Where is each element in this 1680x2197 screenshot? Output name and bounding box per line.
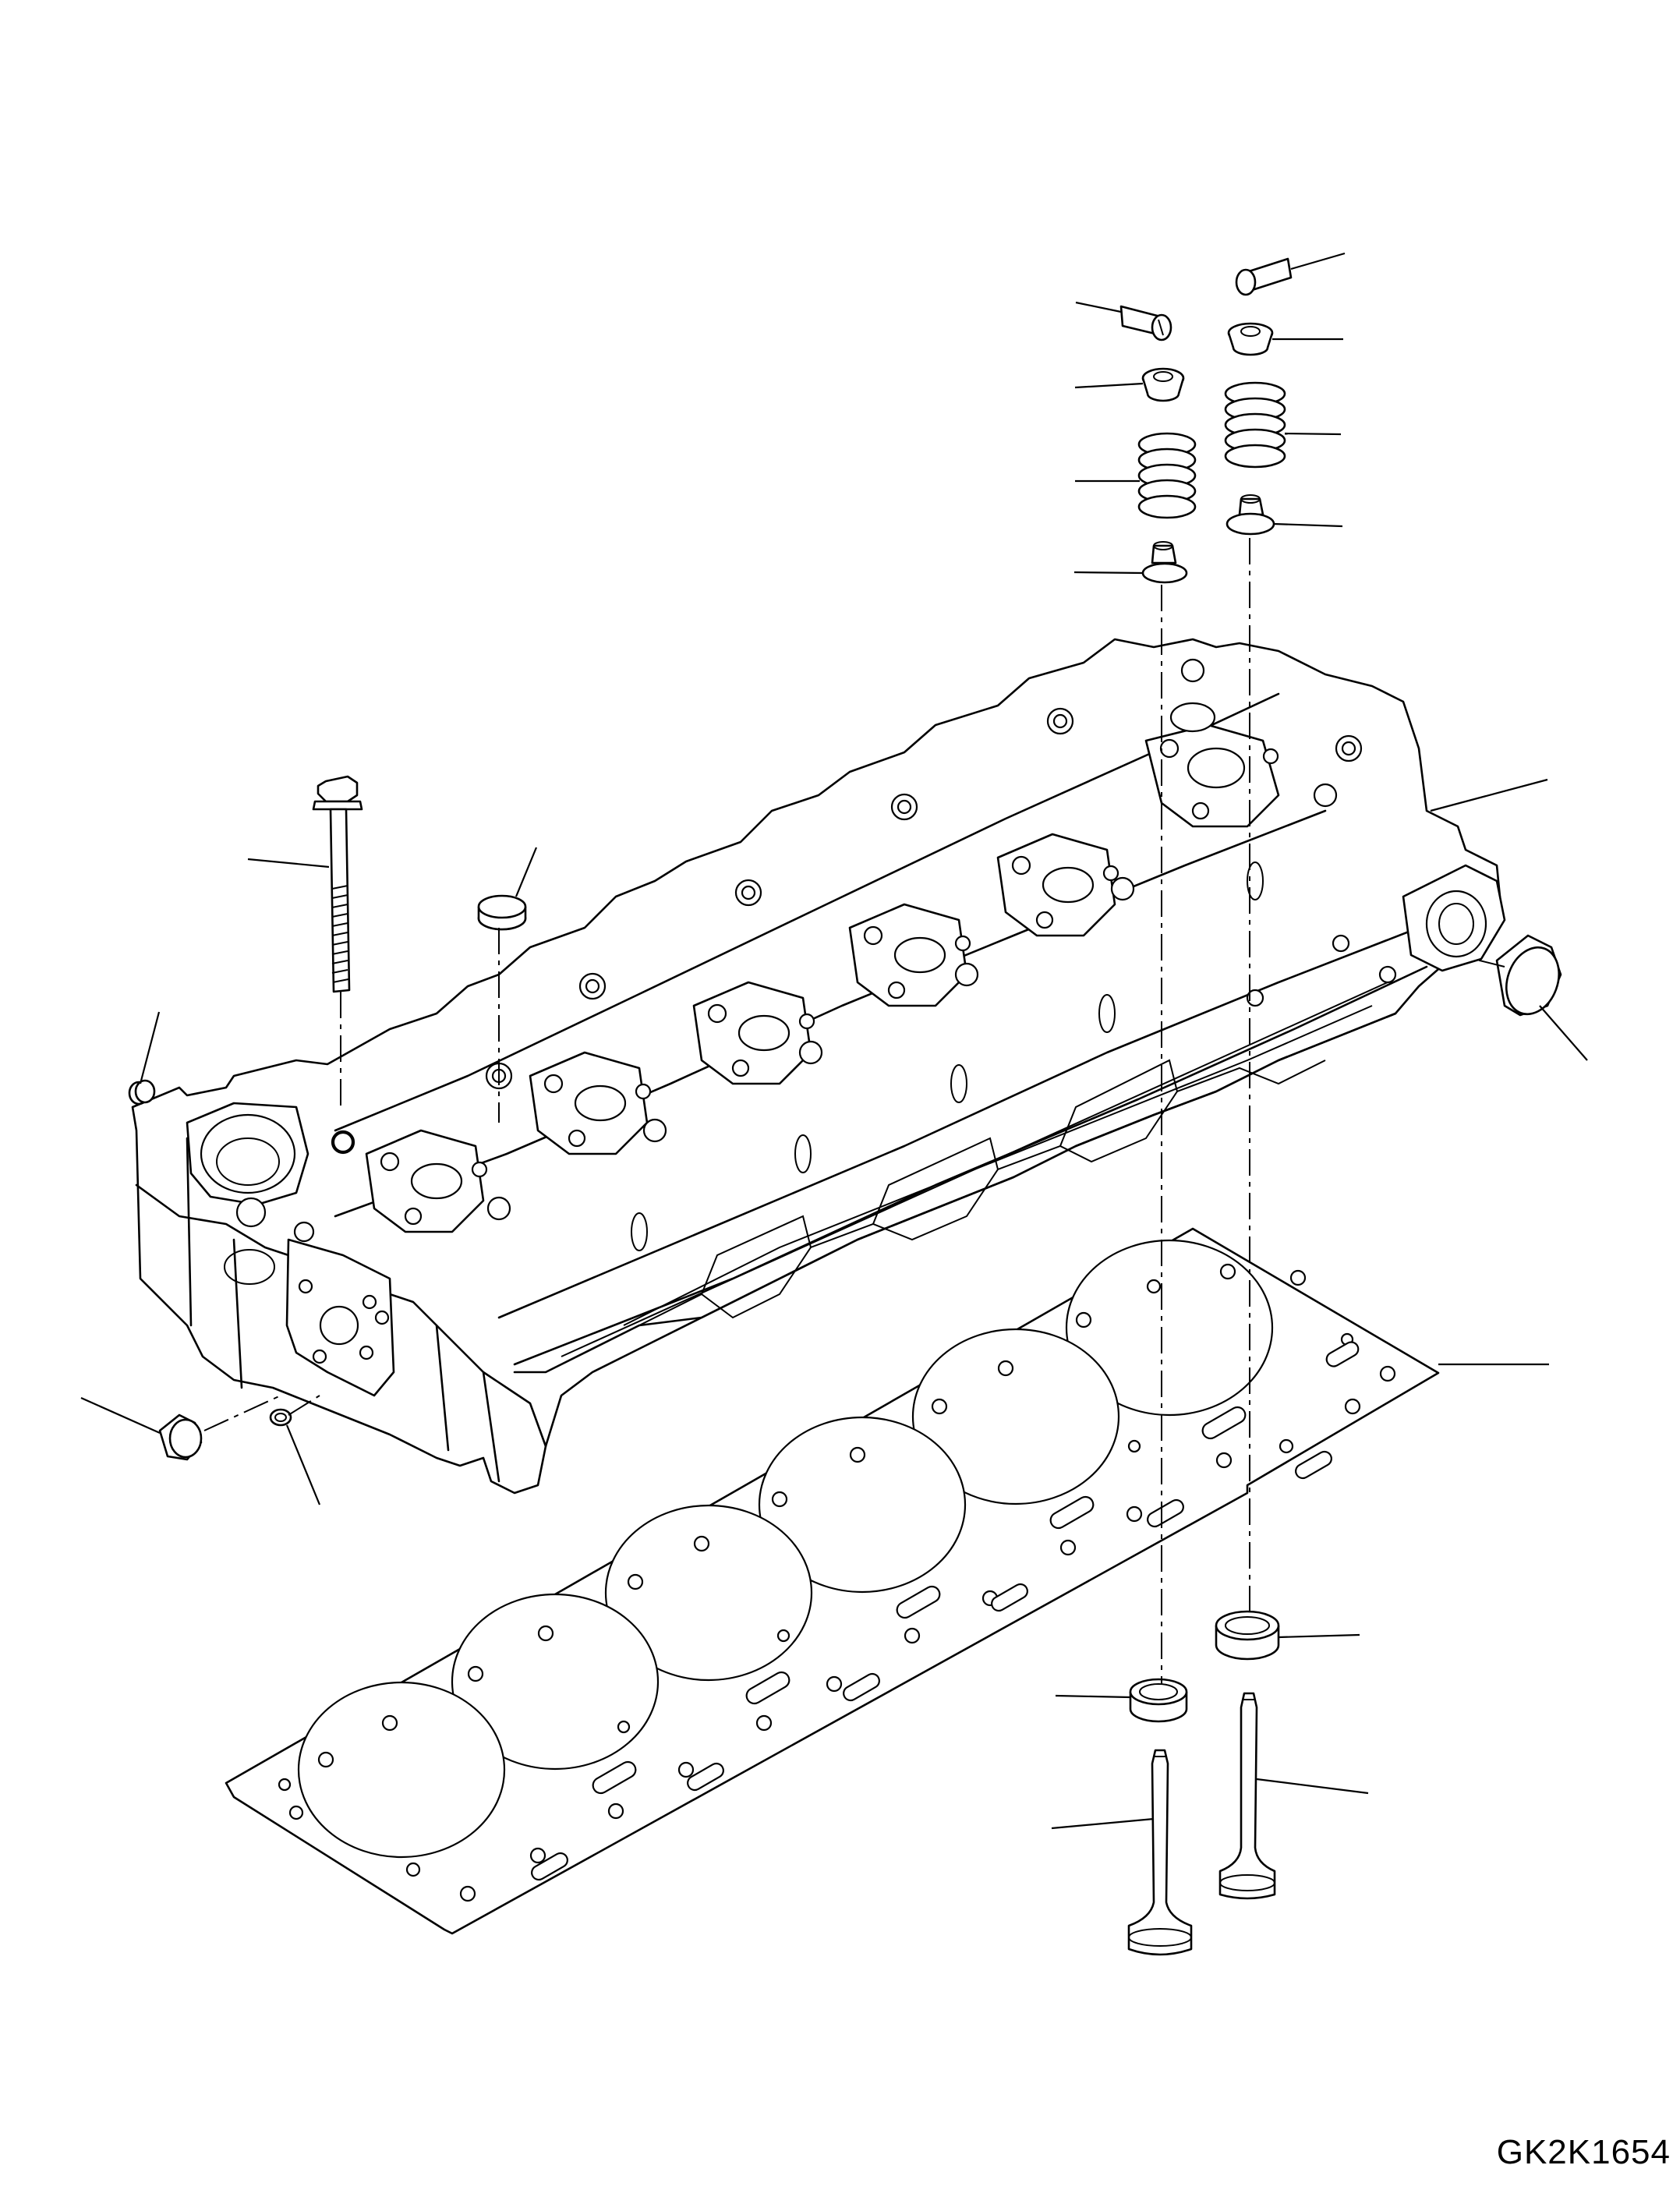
gasket-bore-1 [297, 1681, 506, 1859]
cylinder-head [131, 638, 1506, 1495]
valve-spring-exhaust [1224, 381, 1286, 469]
valve-cotter-intake [1119, 305, 1172, 341]
valve-pocket-1 [365, 1129, 488, 1233]
valve-pocket-2 [529, 1051, 652, 1155]
gasket-bore-3 [604, 1504, 813, 1682]
head-bolt-bosses [332, 658, 1363, 1221]
valve-pocket-3 [692, 981, 815, 1085]
valve-cotter-exhaust [1235, 257, 1293, 296]
valve-pocket-6 [1144, 702, 1280, 828]
valve-pocket-5 [996, 833, 1119, 937]
spring-retainer-exhaust [1227, 322, 1274, 356]
drawing-code: GK2K1654 [1496, 2133, 1671, 2171]
plug-top [477, 894, 527, 931]
gasket-bore-4 [758, 1416, 967, 1594]
intake-valve [1127, 1749, 1193, 1956]
gasket-slots [531, 1341, 1360, 1881]
valve-pocket-4 [848, 903, 971, 1007]
gasket-bore-2 [451, 1593, 660, 1771]
o-ring [269, 1408, 292, 1427]
gasket-bore-6 [1065, 1239, 1274, 1417]
gasket-bore-5 [911, 1328, 1120, 1505]
bolt [312, 775, 363, 993]
assembly-centerlines [203, 538, 1505, 1684]
plug-left-small [128, 1079, 156, 1106]
valve-spring-intake [1137, 432, 1197, 519]
leader-lines [80, 252, 1588, 1830]
exhaust-valve [1218, 1692, 1276, 1900]
valve-seat-intake [1129, 1678, 1188, 1723]
valve-stem-seal-exhaust [1226, 494, 1275, 536]
valve-seat-exhaust [1215, 1610, 1280, 1661]
valve-stem-seal-intake [1141, 541, 1188, 584]
plug-right [1495, 934, 1562, 1017]
head-gasket [225, 1227, 1440, 1935]
gasket-small-holes [278, 1263, 1396, 1902]
plug-left-large [158, 1413, 203, 1461]
spring-retainer-intake [1141, 367, 1185, 402]
